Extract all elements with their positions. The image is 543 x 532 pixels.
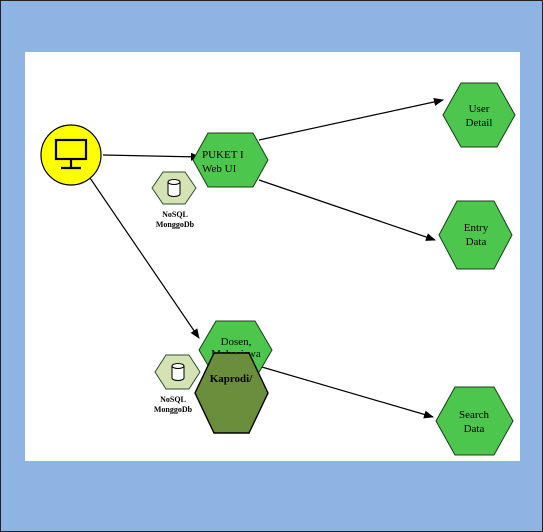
arrow-puket-to-entry-data — [258, 179, 436, 241]
puket-web-ui-node: PUKET I Web UI — [192, 132, 269, 188]
user-detail-label-line1: User — [469, 103, 490, 115]
kaprodi-label: Kaprodi/ — [210, 373, 254, 385]
monitor-node — [40, 124, 102, 186]
arrow-kaprodi-to-search-data — [254, 364, 434, 419]
db-bottom-label-line2: MonggoDb — [154, 405, 193, 414]
user-detail-node: User Detail — [442, 82, 516, 148]
arrow-monitor-to-dosen — [89, 177, 200, 339]
db-bottom-label-line1: NoSQL — [160, 395, 186, 404]
entry-data-label-line1: Entry — [464, 222, 489, 234]
db-top-label-line2: MonggoDb — [156, 220, 195, 229]
search-data-label-line1: Search — [459, 409, 489, 421]
database-bottom-node: NoSQL MonggoDb — [154, 354, 201, 414]
database-top-node: NoSQL MonggoDb — [151, 171, 197, 229]
user-detail-label-line2: Detail — [466, 117, 493, 129]
db-top-label-line1: NoSQL — [162, 210, 188, 219]
entry-data-label-line2: Data — [466, 236, 487, 248]
arrow-monitor-to-puket — [102, 152, 201, 161]
search-data-node: Search Data — [435, 386, 514, 456]
entry-data-node: Entry Data — [438, 200, 513, 270]
monitor-icon — [54, 138, 88, 170]
diagram-canvas — [25, 52, 520, 461]
puket-label-line1: PUKET I — [202, 149, 244, 161]
puket-label-line2: Web UI — [202, 163, 237, 175]
database-icon — [167, 179, 181, 197]
dosen-label-line1: Dosen, — [221, 336, 252, 348]
database-icon — [171, 363, 185, 381]
arrow-puket-to-user-detail — [258, 98, 444, 141]
search-data-label-line2: Data — [464, 423, 485, 435]
kaprodi-node: Kaprodi/ — [194, 352, 269, 434]
